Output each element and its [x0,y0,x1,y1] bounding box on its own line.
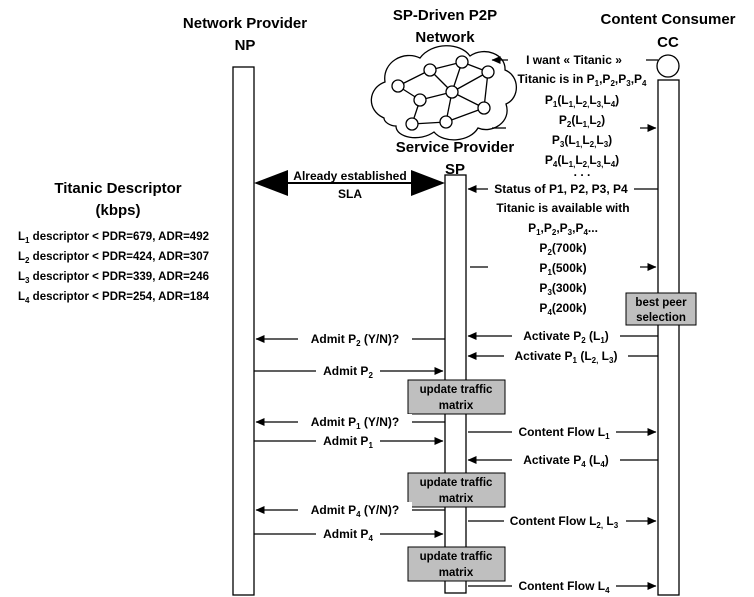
descriptor-row: L1 descriptor < PDR=679, ADR=492 [18,231,209,245]
want-label-bg [508,52,646,68]
admit-p4-label: Admit P4 [323,527,373,543]
activate-p1-label: Activate P1 (L2, L3) [515,349,618,365]
peer-rate-row: P2(700k) [539,241,586,257]
sp-short-label: SP [445,161,465,178]
p2p-title-network: Network [415,29,475,46]
admit-p2-bg [316,363,380,379]
admit-q-p1-bg [298,414,412,430]
np-short-label: NP [235,37,256,54]
update-matrix-text-2: matrix [439,400,474,412]
activate-p4-bg [512,452,620,468]
update-matrix-box [407,379,506,415]
update-matrix-text: update traffic [420,551,493,563]
sla-label-line2: SLA [338,187,362,201]
update-matrix-text: update traffic [420,477,493,489]
content-l4-bg [512,578,616,594]
activate-p2-label: Activate P2 (L1) [523,329,609,345]
best-peer-text: best peer [635,297,687,309]
best-peer-text-2: selection [636,312,686,324]
admit-p1-label: Admit P1 [323,434,373,450]
descriptor-rows: L1 descriptor < PDR=679, ADR=492 L2 desc… [18,231,210,305]
p2p-title: SP-Driven P2P [393,7,497,24]
content-l4-label: Content Flow L4 [518,579,610,595]
descriptor-row: L3 descriptor < PDR=339, ADR=246 [18,271,209,285]
descriptor-row: L2 descriptor < PDR=424, ADR=307 [18,251,209,265]
admit-q-p4-label: Admit P4 (Y/N)? [311,503,399,519]
peer-layers-row: P4(L1,L2,L3,L4) [545,153,619,169]
np-title: Network Provider [183,15,307,32]
peer-layers-row: P2(L1,L2) [559,113,605,129]
update-matrix-text-2: matrix [439,567,474,579]
activate-p4-label: Activate P4 (L4) [523,453,609,469]
peer-rate-row: P1(500k) [539,261,586,277]
sp-title: Service Provider [396,139,515,156]
cc-node-icon [656,54,680,78]
want-label: I want « Titanic » [526,53,622,67]
status-label: Status of P1, P2, P3, P4 [494,182,628,196]
content-l23-label: Content Flow L2, L3 [510,514,619,530]
peer-rate-row: P4(200k) [539,301,586,317]
admit-q-p2-bg [298,331,412,347]
descriptor-unit: (kbps) [96,202,141,219]
content-l1-bg [512,424,616,440]
admit-p4-bg [316,526,380,542]
continuation-dots: . . . [574,165,591,179]
peer-layers-row: P3(L1,L2,L3) [552,133,612,149]
admit-p2-label: Admit P2 [323,364,373,380]
activate-p2-bg [512,328,620,344]
peer-layers-row: P1(L1,L2,L3,L4) [545,93,619,109]
descriptor-row: L4 descriptor < PDR=254, ADR=184 [18,291,210,305]
available-list: P1,P2,P3,P4... [528,221,598,237]
np-lifeline [232,66,255,596]
status-label-bg [488,181,634,197]
descriptor-title: Titanic Descriptor [54,180,181,197]
update-matrix-text: update traffic [420,384,493,396]
content-l23-bg [504,513,626,529]
activate-p1-bg [504,348,628,364]
cc-short-label: CC [657,34,679,51]
update-matrix-box [407,546,506,582]
admit-q-p4-bg [298,502,412,518]
p2p-network-graphic [370,45,518,141]
sla-arrow [254,170,445,196]
titanic-in-label: Titanic is in P1,P2,P3,P4 [518,72,648,88]
available-label: Titanic is available with [496,201,629,215]
cc-lifeline [657,79,680,596]
best-peer-box [625,292,697,326]
peer-rate-row: P3(300k) [539,281,586,297]
admit-q-p1-label: Admit P1 (Y/N)? [311,415,399,431]
sla-label-line1: Already established [293,169,406,183]
update-matrix-text-2: matrix [439,493,474,505]
admit-q-p2-label: Admit P2 (Y/N)? [311,332,399,348]
cc-title: Content Consumer [601,11,736,28]
content-l1-label: Content Flow L1 [518,425,610,441]
admit-p1-bg [316,433,380,449]
update-matrix-box [407,472,506,508]
